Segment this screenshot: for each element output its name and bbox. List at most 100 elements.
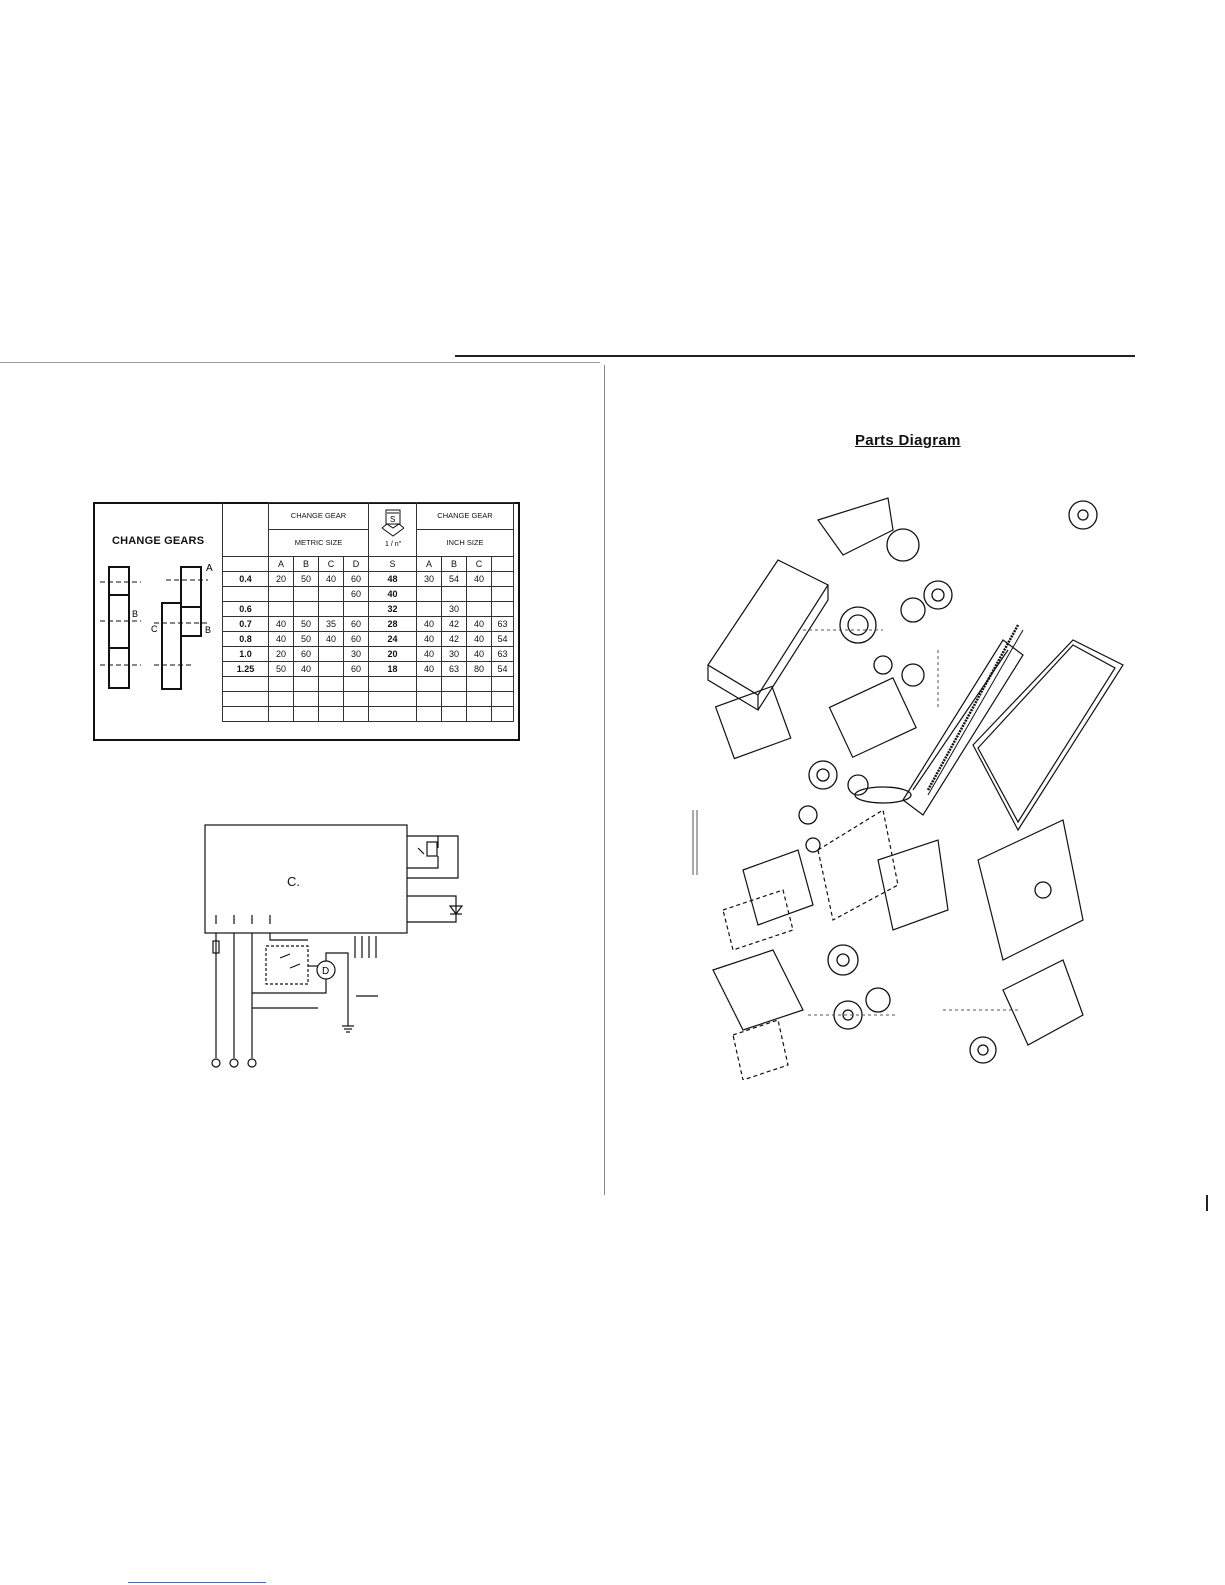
table-cell [318, 661, 344, 677]
right-edge-mark [1206, 1195, 1208, 1211]
table-cell [441, 586, 467, 602]
gear-label-a: A [206, 563, 213, 574]
table-cell: 40 [466, 571, 492, 587]
table-cell: 30 [343, 646, 369, 662]
col-header: S [368, 556, 417, 572]
table-cell [222, 706, 269, 722]
table-cell [491, 691, 514, 707]
center-fold-line [604, 365, 605, 1195]
table-cell: 35 [318, 616, 344, 632]
table-row [222, 676, 514, 692]
table-cell [441, 676, 467, 692]
gear-label-b-right: B [205, 625, 211, 635]
table-cell [318, 691, 344, 707]
thread-pitch-icon: S 1 / n" [381, 509, 404, 548]
table-cell [491, 601, 514, 617]
table-cell: 48 [368, 571, 417, 587]
table-row [222, 691, 514, 707]
table-cell: 63 [491, 646, 514, 662]
table-cell: 63 [491, 616, 514, 632]
top-rule-left [0, 362, 600, 363]
table-cell: 60 [343, 661, 369, 677]
parts-diagram-title: Parts Diagram [855, 432, 961, 449]
table-cell: 20 [268, 571, 294, 587]
table-cell: 60 [343, 571, 369, 587]
table-cell: 54 [441, 571, 467, 587]
bottom-link-underline [128, 1582, 266, 1583]
table-cell [268, 691, 294, 707]
gear-label-b-left: B [132, 609, 138, 619]
col-header: B [293, 556, 319, 572]
table-cell [293, 691, 319, 707]
inch-header-top: CHANGE GEAR [416, 502, 514, 530]
table-cell: 30 [416, 571, 442, 587]
table-cell: 20 [268, 646, 294, 662]
table-cell: 54 [491, 661, 514, 677]
table-cell: 60 [343, 586, 369, 602]
table-cell [368, 706, 417, 722]
pitch-s-symbol: S [390, 515, 395, 524]
table-cell: 40 [268, 631, 294, 647]
table-cell [416, 586, 442, 602]
table-cell: 40 [416, 646, 442, 662]
table-cell: 60 [293, 646, 319, 662]
table-cell: 0.7 [222, 616, 269, 632]
table-cell: 63 [441, 661, 467, 677]
table-cell [318, 586, 344, 602]
table-cell [222, 676, 269, 692]
circuit-box-label: C. [287, 874, 300, 889]
table-cell [416, 676, 442, 692]
table-cell: 40 [416, 661, 442, 677]
pitch-unit: 1 / n" [385, 541, 402, 548]
table-cell [318, 646, 344, 662]
table-cell [293, 676, 319, 692]
table-cell: 40 [318, 571, 344, 587]
table-cell [343, 706, 369, 722]
table-cell: 40 [416, 616, 442, 632]
table-row [222, 706, 514, 722]
table-cell [268, 676, 294, 692]
table-cell [491, 706, 514, 722]
table-cell: 40 [466, 616, 492, 632]
table-cell [441, 706, 467, 722]
table-cell: 0.8 [222, 631, 269, 647]
col-header: A [416, 556, 442, 572]
table-cell [368, 676, 417, 692]
gear-train-diagram: A B C B [100, 563, 213, 690]
table-cell: 40 [293, 661, 319, 677]
pitch-header: S 1 / n" [368, 502, 417, 557]
table-cell: 60 [343, 631, 369, 647]
table-cell [416, 691, 442, 707]
table-cell: 24 [368, 631, 417, 647]
table-cell: 40 [318, 631, 344, 647]
table-cell [318, 676, 344, 692]
table-cell: 30 [441, 646, 467, 662]
table-cell: 28 [368, 616, 417, 632]
table-cell [222, 691, 269, 707]
table-cell: 40 [466, 631, 492, 647]
table-cell [318, 601, 344, 617]
table-cell: 54 [491, 631, 514, 647]
table-cell [466, 706, 492, 722]
col-header: C [318, 556, 344, 572]
col-header: A [268, 556, 294, 572]
table-cell [268, 586, 294, 602]
gear-label-c: C [151, 624, 158, 634]
table-cell [491, 586, 514, 602]
table-cell [466, 601, 492, 617]
table-cell: 50 [293, 571, 319, 587]
table-cell: 50 [268, 661, 294, 677]
col-header: C [466, 556, 492, 572]
table-cell [368, 691, 417, 707]
table-cell: 30 [441, 601, 467, 617]
table-cell [293, 586, 319, 602]
table-cell [222, 586, 269, 602]
table-cell: 80 [466, 661, 492, 677]
table-cell [491, 676, 514, 692]
table-cell [293, 601, 319, 617]
